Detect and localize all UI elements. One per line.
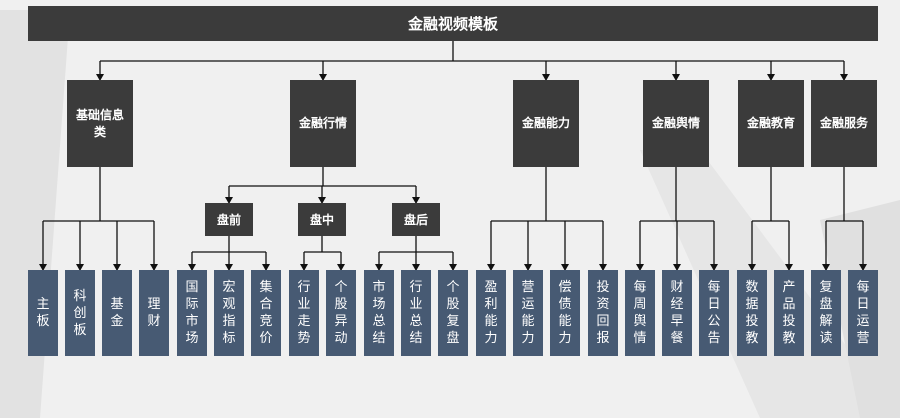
leaf-review-interpretation: 复盘解读 [811,270,841,356]
subgroup-premarket: 盘前 [205,203,253,236]
category-market: 金融行情 [290,80,356,167]
leaf-intl-market: 国际市场 [177,270,207,356]
leaf-investment-return: 投资回报 [588,270,618,356]
leaf-main-board: 主板 [28,270,58,356]
category-education: 金融教育 [738,80,804,167]
category-sentiment: 金融舆情 [643,80,709,167]
leaf-solvency: 偿债能力 [550,270,580,356]
leaf-daily-operation: 每日运营 [848,270,878,356]
leaf-data-education: 数据投教 [737,270,767,356]
decor-shape-left [0,10,70,418]
leaf-market-summary: 市场总结 [364,270,394,356]
leaf-profitability: 盈利能力 [476,270,506,356]
leaf-stock-review: 个股复盘 [438,270,468,356]
leaf-star-market: 科创板 [65,270,95,356]
leaf-operation: 营运能力 [513,270,543,356]
category-service: 金融服务 [811,80,877,167]
leaf-daily-announcement: 每日公告 [699,270,729,356]
leaf-weekly-sentiment: 每周舆情 [625,270,655,356]
leaf-wealth: 理财 [139,270,169,356]
leaf-product-education: 产品投教 [774,270,804,356]
leaf-industry-trend: 行业走势 [289,270,319,356]
leaf-fund: 基金 [102,270,132,356]
category-basic-info: 基础信息类 [67,80,133,167]
leaf-finance-breakfast: 财经早餐 [662,270,692,356]
leaf-macro-index: 宏观指标 [214,270,244,356]
category-capability: 金融能力 [513,80,579,167]
diagram-title: 金融视频模板 [28,6,878,41]
leaf-industry-summary: 行业总结 [401,270,431,356]
leaf-call-auction: 集合竞价 [251,270,281,356]
subgroup-postmarket: 盘后 [392,203,440,236]
subgroup-intraday: 盘中 [298,203,346,236]
leaf-stock-movement: 个股异动 [326,270,356,356]
